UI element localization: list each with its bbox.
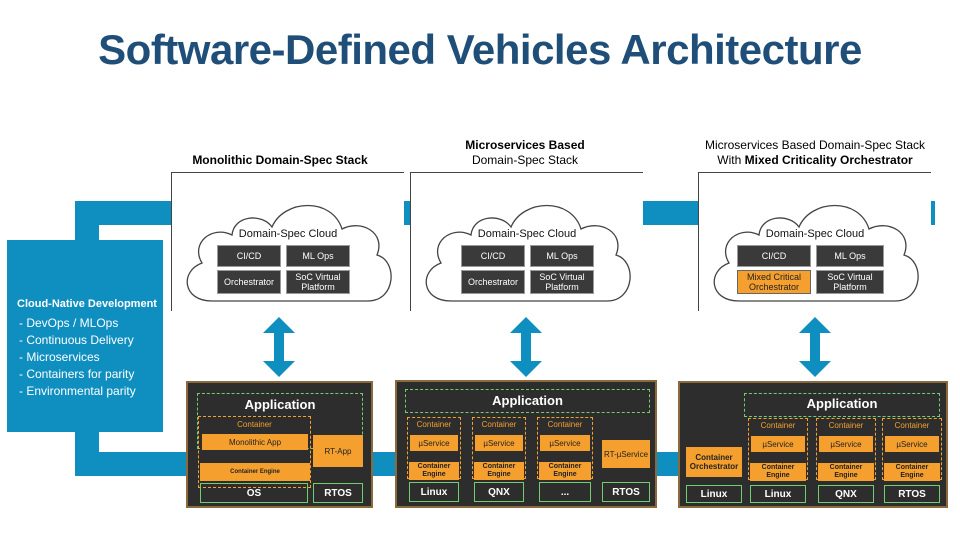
header-mixed: Microservices Based Domain-Spec Stack Wi…	[680, 138, 950, 168]
linux-box: Linux	[750, 485, 806, 503]
top-bar-end	[930, 201, 935, 225]
mlops-box: ML Ops	[530, 245, 594, 267]
uservice-box: µService	[410, 435, 458, 451]
bottom-bar-right	[655, 452, 681, 476]
header-monolithic: Monolithic Domain-Spec Stack	[192, 153, 368, 167]
container-label: Container	[416, 420, 452, 429]
qnx-box: QNX	[474, 482, 524, 502]
stack-panel-microservices: Application Container µService Container…	[395, 380, 657, 508]
cloud-box-mixed: Domain-Spec Cloud CI/CD ML Ops Mixed Cri…	[698, 172, 931, 311]
header-microservices: Microservices Based Domain-Spec Stack	[410, 138, 640, 168]
application-label: Application	[806, 396, 878, 411]
double-arrow-icon	[263, 317, 295, 377]
application-label: Application	[492, 393, 563, 408]
cloud-box-microservices: Domain-Spec Cloud CI/CD ML Ops Orchestra…	[410, 172, 643, 311]
double-arrow-icon	[799, 317, 831, 377]
container-engine-box: Container Engine	[409, 462, 459, 480]
monolithic-app-box: Monolithic App	[202, 434, 308, 450]
soc-box: SoC Virtual Platform	[286, 270, 350, 294]
container-label: Container	[237, 420, 272, 429]
uservice-box: µService	[751, 436, 805, 452]
mlops-box: ML Ops	[816, 245, 884, 267]
bottom-bar-left	[75, 452, 190, 476]
sidebar-item: - Containers for parity	[19, 367, 135, 381]
sidebar-item: - Continuous Delivery	[19, 333, 134, 347]
container-engine-box: Container Engine	[539, 462, 591, 480]
uservice-box: µService	[475, 435, 523, 451]
mlops-box: ML Ops	[286, 245, 350, 267]
os-box: OS	[200, 483, 308, 503]
rtos-box: RTOS	[313, 483, 363, 503]
application-frame	[744, 393, 940, 417]
cloud-icon	[713, 205, 919, 302]
container-orchestrator-box: Container Orchestrator	[686, 447, 742, 477]
stack-panel-mixed: Application Container Orchestrator Linux…	[678, 381, 948, 508]
cloud-box-monolithic: Domain-Spec Cloud CI/CD ML Ops Orchestra…	[171, 172, 404, 311]
uservice-box: µService	[540, 435, 590, 451]
header-mixed-prefix: With	[717, 153, 745, 167]
cicd-box: CI/CD	[737, 245, 811, 267]
sidebar-item: - Environmental parity	[19, 384, 136, 398]
container-label: Container	[760, 421, 796, 430]
container-frame	[198, 416, 311, 488]
bottom-bar-mid	[372, 452, 398, 476]
double-arrow-icon	[510, 317, 542, 377]
cicd-box: CI/CD	[461, 245, 525, 267]
sidebar-item: - DevOps / MLOps	[19, 316, 119, 330]
mixed-orchestrator-box: Mixed Critical Orchestrator	[737, 270, 811, 294]
container-label: Container	[547, 420, 583, 429]
header-mixed-bold: Mixed Criticality Orchestrator	[744, 153, 913, 167]
orchestrator-box: Orchestrator	[217, 270, 281, 294]
soc-box: SoC Virtual Platform	[816, 270, 884, 294]
cloud-icon	[425, 205, 631, 302]
container-label: Container	[481, 420, 517, 429]
linux-box: Linux	[409, 482, 459, 502]
rtos-box: RTOS	[884, 485, 940, 503]
soc-box: SoC Virtual Platform	[530, 270, 594, 294]
container-engine-box: Container Engine	[200, 463, 310, 481]
orchestrator-box: Orchestrator	[461, 270, 525, 294]
rt-app-box: RT-App	[313, 435, 363, 467]
header-mixed-line1: Microservices Based Domain-Spec Stack	[704, 138, 926, 152]
application-label: Application	[244, 397, 316, 412]
sidebar-item: - Microservices	[19, 350, 100, 364]
container-engine-box: Container Engine	[474, 462, 524, 480]
container-label: Container	[894, 421, 930, 430]
cloud-label: Domain-Spec Cloud	[765, 228, 865, 240]
header-microservices-line1: Microservices Based	[465, 138, 585, 152]
cloud-label: Domain-Spec Cloud	[477, 228, 577, 240]
uservice-box: µService	[885, 436, 939, 452]
container-label: Container	[828, 421, 864, 430]
cloud-native-title: Cloud-Native Development	[17, 298, 157, 310]
cloud-label: Domain-Spec Cloud	[238, 228, 338, 240]
ellipsis-box: ...	[539, 482, 591, 502]
rtos-box: RTOS	[602, 482, 650, 502]
container-engine-box: Container Engine	[884, 463, 940, 481]
cicd-box: CI/CD	[217, 245, 281, 267]
container-engine-box: Container Engine	[750, 463, 806, 481]
container-engine-box: Container Engine	[818, 463, 874, 481]
rt-uservice-box: RT-µService	[602, 440, 650, 468]
linux-box: Linux	[686, 485, 742, 503]
uservice-box: µService	[819, 436, 873, 452]
page-title: Software-Defined Vehicles Architecture	[98, 26, 862, 73]
top-bar-right	[642, 201, 700, 225]
qnx-box: QNX	[818, 485, 874, 503]
application-frame	[405, 389, 650, 413]
cloud-native-panel: Cloud-Native Development - DevOps / MLOp…	[7, 240, 163, 432]
header-microservices-line2: Domain-Spec Stack	[471, 153, 579, 167]
stack-panel-monolithic: Application Container Monolithic App Con…	[186, 381, 373, 508]
